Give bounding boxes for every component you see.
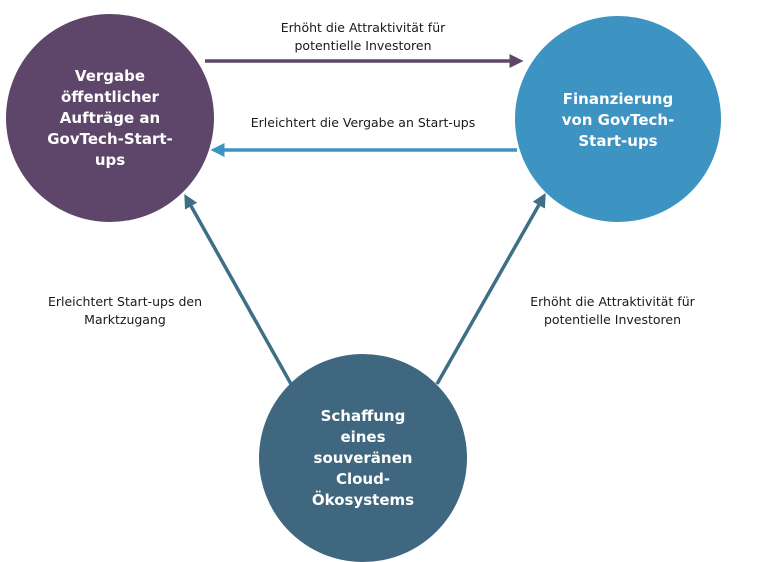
node-label-procurement: Vergabe öffentlicher Aufträge an GovTech…	[47, 66, 173, 169]
node-label-financing: Finanzierung von GovTech- Start-ups	[561, 89, 675, 150]
edge-label-procurement-to-financing: Erhöht die Attraktivität für potentielle…	[280, 20, 446, 53]
node-circle-financing	[515, 16, 721, 222]
edge-arrow-cloud-to-procurement	[184, 193, 293, 385]
edge-label-cloud-to-procurement: Erleichtert Start-ups den Marktzugang	[47, 294, 202, 327]
node-label-cloud: Schaffung eines souveränen Cloud- Ökosys…	[311, 406, 415, 509]
node-circle-cloud	[259, 354, 467, 562]
edge-arrow-cloud-to-financing	[435, 192, 546, 385]
edge-label-financing-to-procurement: Erleichtert die Vergabe an Start-ups	[250, 115, 476, 130]
edge-label-cloud-to-financing: Erhöht die Attraktivität für potentielle…	[530, 294, 695, 327]
node-circle-procurement	[6, 14, 214, 222]
